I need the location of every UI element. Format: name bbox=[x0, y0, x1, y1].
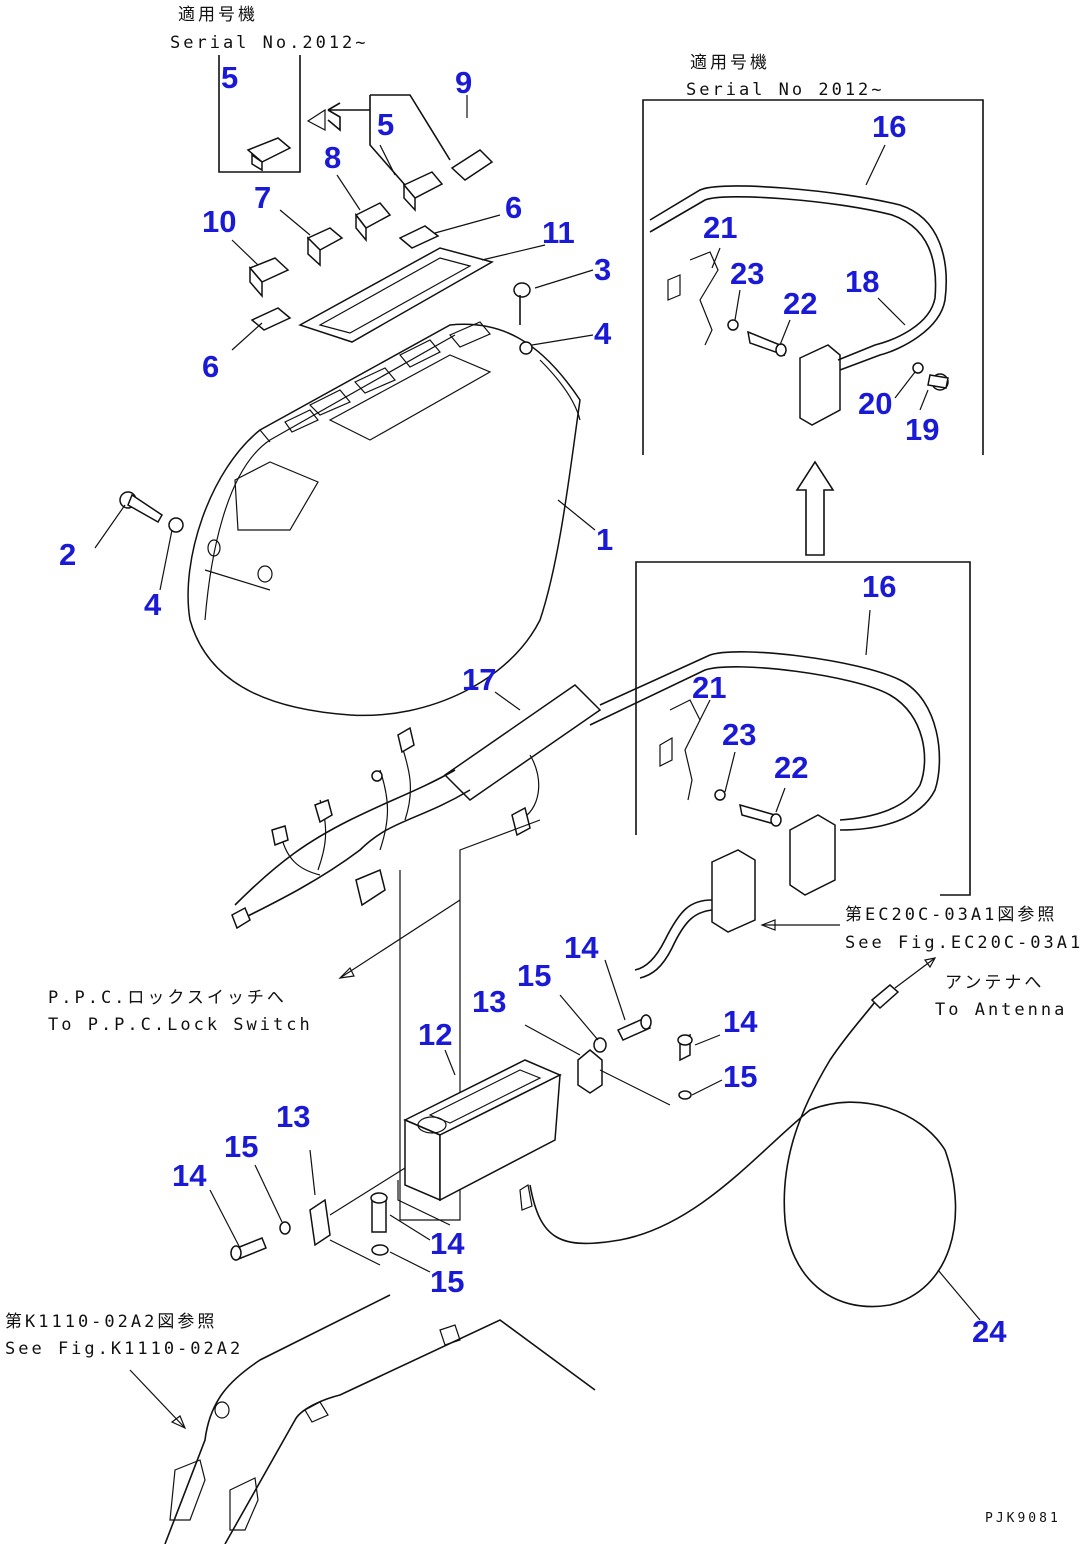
connector-ec20c bbox=[634, 849, 840, 979]
callout-24: 24 bbox=[972, 1314, 1007, 1349]
screw-14-d bbox=[370, 1192, 389, 1256]
callout-13-a: 13 bbox=[472, 984, 506, 1019]
callout-5-a: 5 bbox=[221, 60, 238, 95]
callout-15-d: 15 bbox=[430, 1264, 464, 1299]
note-k1110-jp: 第K1110-02A2図参照 bbox=[5, 1312, 217, 1332]
callout-23-a: 23 bbox=[730, 256, 764, 291]
serial-box-right: 適用号機 Serial No 2012~ bbox=[642, 53, 984, 455]
callout-14-b: 14 bbox=[723, 1004, 758, 1039]
bracket-21-lower bbox=[659, 699, 701, 801]
frame-k1110 bbox=[129, 1294, 596, 1544]
switch-8 bbox=[354, 202, 392, 243]
harness-17 bbox=[231, 651, 941, 930]
bolt-3 bbox=[513, 282, 533, 355]
note-antenna-en: To Antenna bbox=[935, 1000, 1067, 1020]
switch-5-detail bbox=[246, 137, 292, 172]
serial-box-left: 適用号機 Serial No.2012~ bbox=[170, 5, 369, 173]
callout-16-a: 16 bbox=[872, 109, 906, 144]
callout-21-b: 21 bbox=[692, 670, 726, 705]
callout-21-a: 21 bbox=[703, 210, 737, 245]
callout-4-b: 4 bbox=[144, 587, 162, 622]
callout-16-b: 16 bbox=[862, 569, 896, 604]
drawing-code: PJK9081 bbox=[985, 1511, 1061, 1526]
screw-14-b bbox=[677, 1033, 693, 1100]
callout-14-d: 14 bbox=[430, 1226, 465, 1261]
screw-14-a bbox=[593, 1014, 652, 1053]
switch-7 bbox=[306, 227, 344, 267]
callout-15-c: 15 bbox=[224, 1129, 258, 1164]
bracket-13-left bbox=[309, 1149, 406, 1266]
callout-6-a: 6 bbox=[505, 190, 522, 225]
leader-lines bbox=[94, 144, 981, 1321]
callout-7: 7 bbox=[254, 180, 271, 215]
bolt-2 bbox=[119, 491, 184, 533]
bracket-13-right bbox=[524, 1024, 671, 1106]
screw-14-c bbox=[230, 1221, 291, 1261]
callout-15-b: 15 bbox=[723, 1059, 757, 1094]
callout-18: 18 bbox=[845, 264, 879, 299]
callout-14-a: 14 bbox=[564, 930, 599, 965]
up-arrow bbox=[795, 460, 835, 556]
detail-box-lower bbox=[635, 561, 971, 896]
note-antenna-jp: アンテナへ bbox=[945, 973, 1044, 993]
serial-left-jp: 適用号機 bbox=[178, 5, 258, 25]
callout-17: 17 bbox=[462, 662, 496, 697]
bolt-19-washer-20 bbox=[912, 362, 949, 391]
antenna-cable-24 bbox=[519, 957, 957, 1308]
callout-8: 8 bbox=[324, 140, 341, 175]
callout-3: 3 bbox=[594, 252, 611, 287]
gasket-6a bbox=[398, 225, 440, 249]
callout-22-a: 22 bbox=[783, 286, 817, 321]
connector-22-lower bbox=[714, 789, 836, 896]
cover-plate-11 bbox=[298, 247, 494, 343]
switch-9 bbox=[370, 94, 494, 181]
transfer-arrow bbox=[327, 102, 370, 132]
callout-20: 20 bbox=[858, 386, 892, 421]
serial-right-jp: 適用号機 bbox=[690, 53, 770, 73]
note-ppc-jp: P.P.C.ロックスイッチへ bbox=[48, 988, 287, 1008]
note-ppc-en: To P.P.C.Lock Switch bbox=[48, 1015, 313, 1035]
callout-12: 12 bbox=[418, 1017, 452, 1052]
callout-22-b: 22 bbox=[774, 750, 808, 785]
callout-1: 1 bbox=[596, 522, 613, 557]
switch-5 bbox=[369, 95, 444, 212]
callout-6-b: 6 bbox=[202, 349, 219, 384]
callout-5-b: 5 bbox=[377, 107, 394, 142]
callout-13-b: 13 bbox=[276, 1099, 310, 1134]
callout-11: 11 bbox=[542, 215, 575, 250]
serial-left-en: Serial No.2012~ bbox=[170, 33, 369, 53]
callout-2: 2 bbox=[59, 537, 76, 572]
switch-10 bbox=[248, 257, 290, 299]
ppc-leader bbox=[399, 819, 541, 1221]
note-ec20c-jp: 第EC20C-03A1図参照 bbox=[845, 905, 1057, 925]
callout-19: 19 bbox=[905, 412, 939, 447]
console-1 bbox=[187, 321, 581, 717]
callout-9: 9 bbox=[455, 65, 472, 100]
note-k1110-en: See Fig.K1110-02A2 bbox=[5, 1339, 243, 1359]
radio-unit-12 bbox=[397, 1059, 562, 1226]
callouts: 1 2 3 4 4 5 5 6 6 7 8 9 10 11 12 13 13 1… bbox=[59, 60, 1007, 1349]
gasket-6b bbox=[250, 307, 292, 331]
callout-15-a: 15 bbox=[517, 958, 551, 993]
serial-right-en: Serial No 2012~ bbox=[686, 80, 885, 100]
note-ec20c-en: See Fig.EC20C-03A1 bbox=[845, 933, 1083, 953]
callout-10: 10 bbox=[202, 204, 236, 239]
callout-23-b: 23 bbox=[722, 717, 756, 752]
callout-14-c: 14 bbox=[172, 1158, 207, 1193]
callout-4-a: 4 bbox=[594, 316, 612, 351]
bracket-21-upper bbox=[667, 251, 719, 346]
